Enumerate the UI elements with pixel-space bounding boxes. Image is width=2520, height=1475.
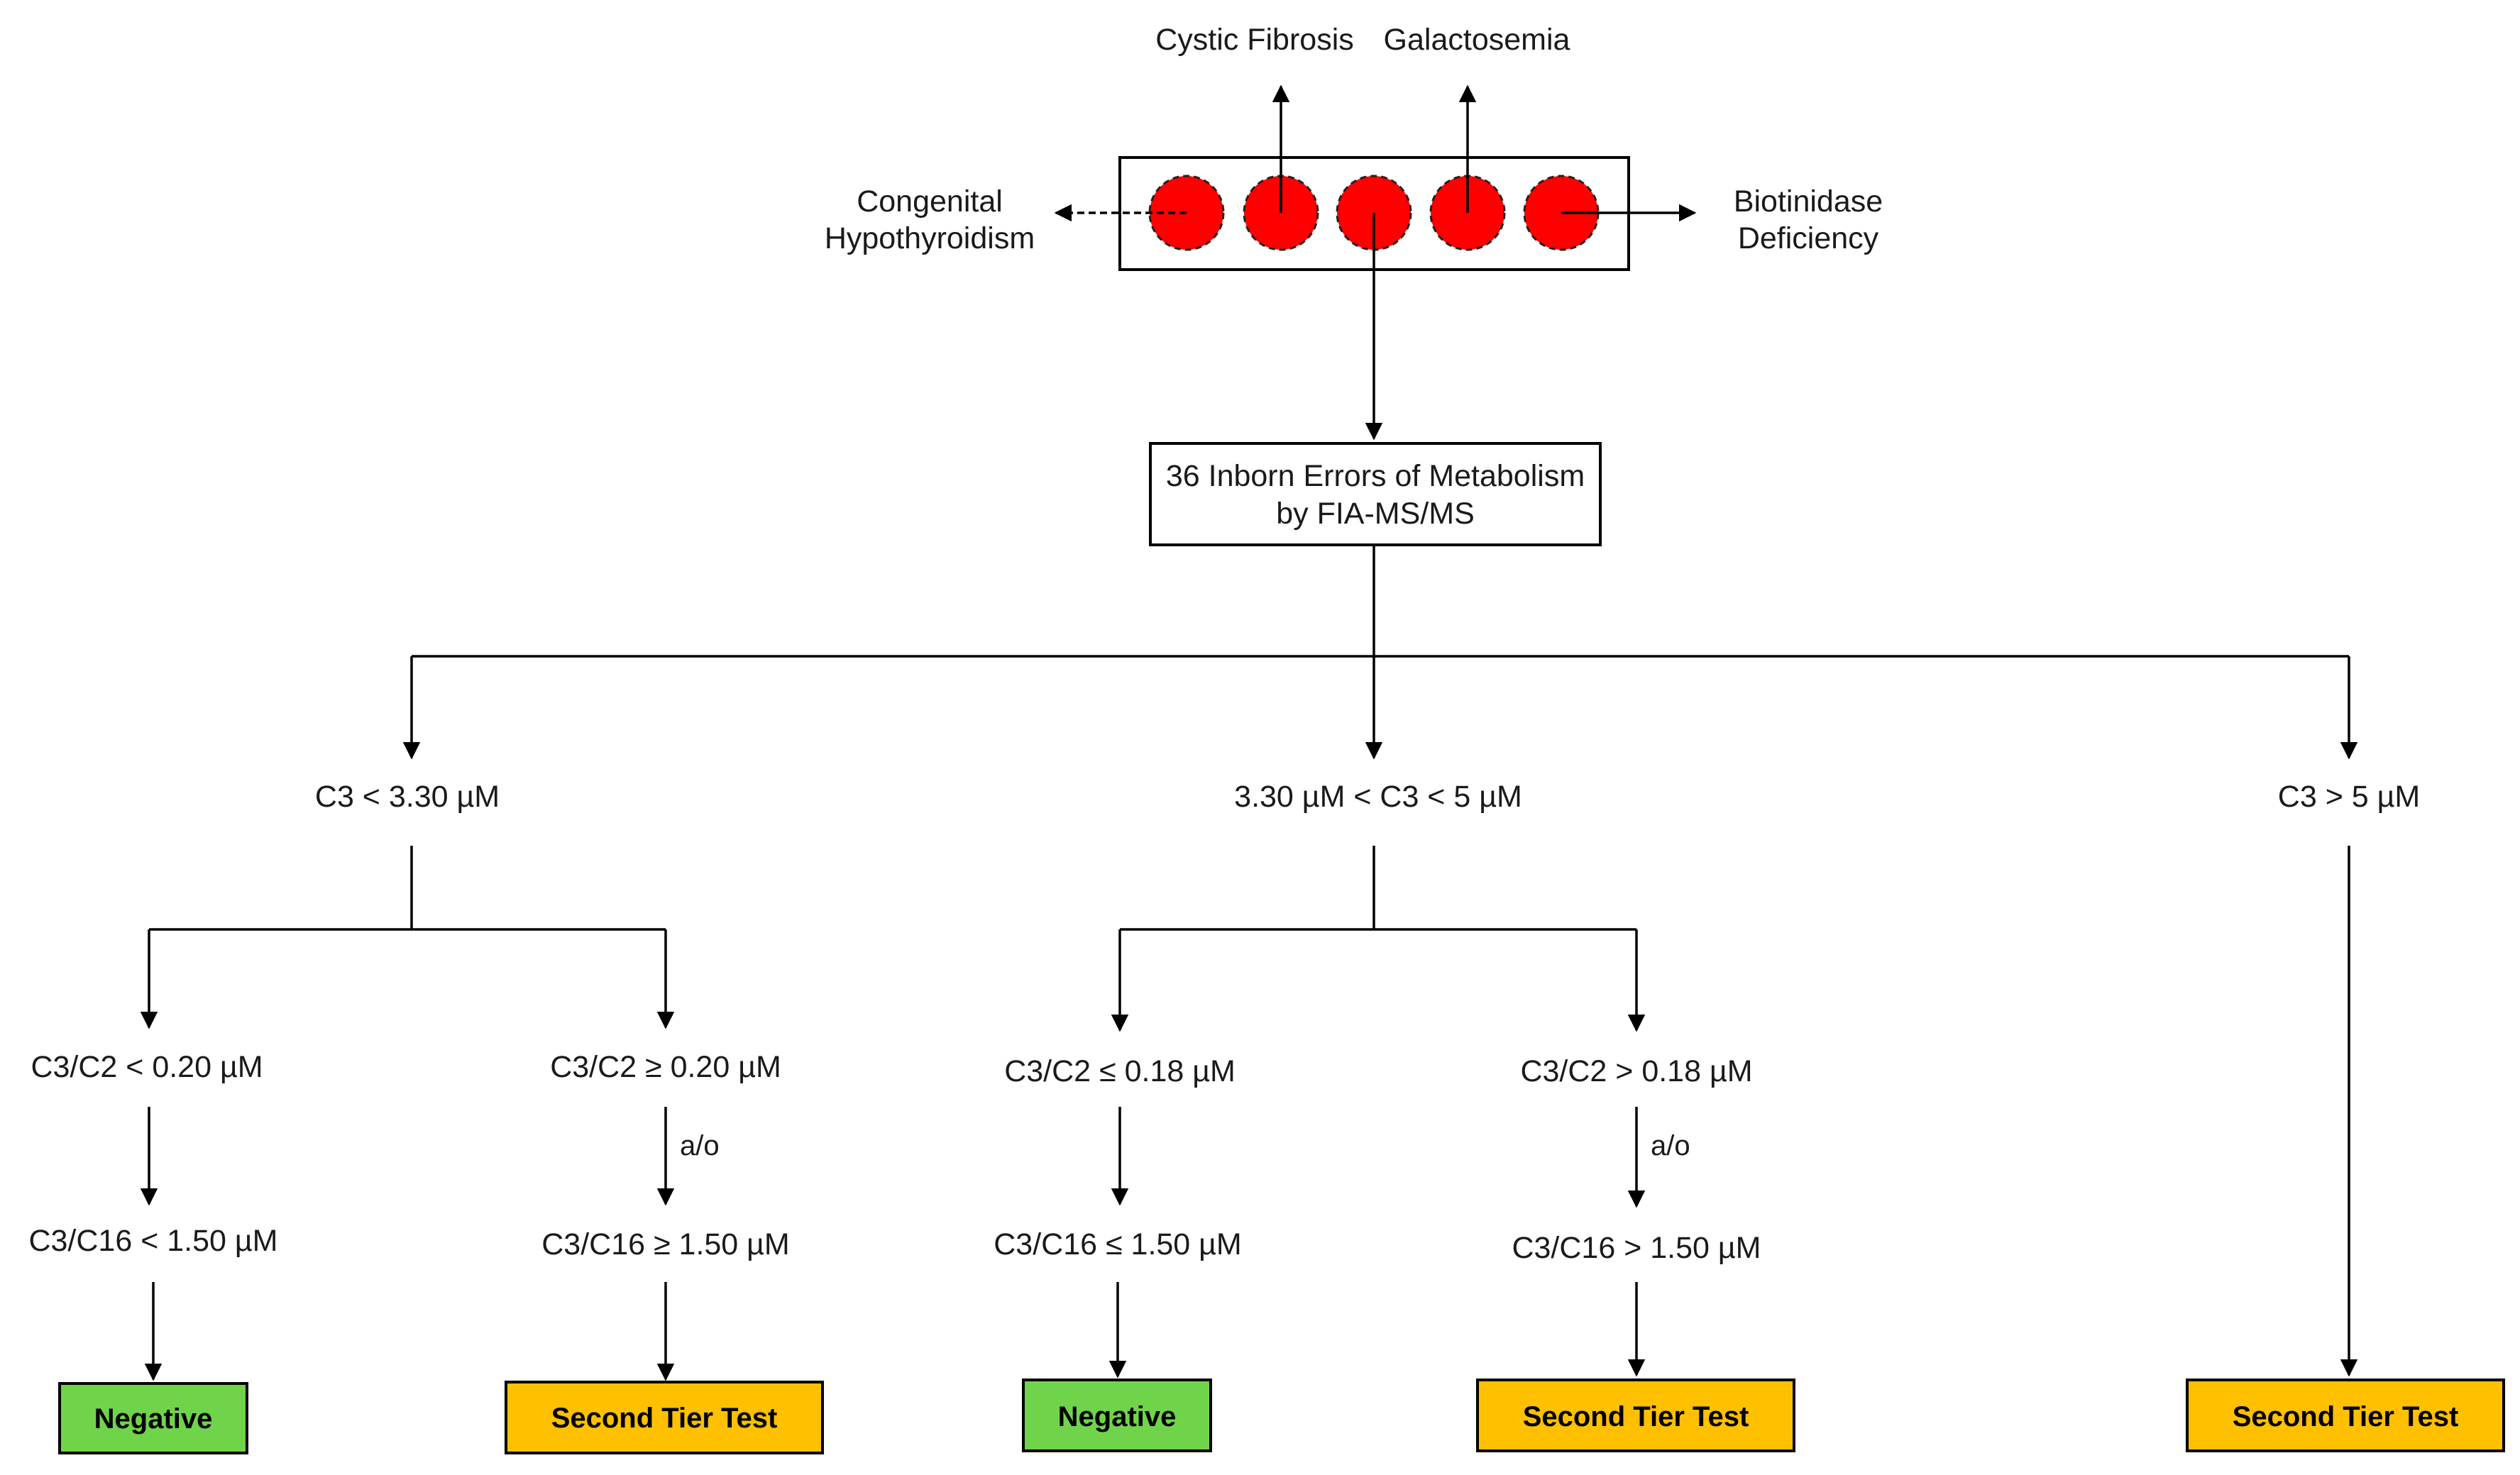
outcome-low-right-second-tier: Second Tier Test	[505, 1381, 824, 1454]
low-right-ratio-c2: C3/C2 ≥ 0.20 µM	[550, 1050, 781, 1084]
outcome-mid-left-label: Negative	[1058, 1401, 1177, 1432]
outcome-mid-right-second-tier: Second Tier Test	[1476, 1379, 1795, 1452]
low-right-ratio-c16: C3/C16 ≥ 1.50 µM	[541, 1227, 790, 1261]
condition-c3-mid: 3.30 µM < C3 < 5 µM	[1234, 780, 1522, 814]
low-left-ratio-c2: C3/C2 < 0.20 µM	[31, 1050, 263, 1084]
outcome-high-label: Second Tier Test	[2233, 1401, 2459, 1432]
outcome-low-right-label: Second Tier Test	[551, 1403, 778, 1434]
label-biotinidase-2: Deficiency	[1738, 221, 1879, 255]
mid-right-ratio-c16: C3/C16 > 1.50 µM	[1512, 1231, 1761, 1265]
low-left-ratio-c16: C3/C16 < 1.50 µM	[28, 1224, 277, 1258]
main-test-line1: 36 Inborn Errors of Metabolism	[1166, 459, 1585, 493]
outcome-mid-right-label: Second Tier Test	[1523, 1401, 1749, 1432]
mid-left-ratio-c16: C3/C16 ≤ 1.50 µM	[994, 1227, 1242, 1261]
mid-right-connector: a/o	[1651, 1130, 1690, 1161]
main-test-box: 36 Inborn Errors of Metabolism by FIA-MS…	[1149, 442, 1602, 546]
label-cystic-fibrosis: Cystic Fibrosis	[1155, 23, 1354, 57]
outcome-high-second-tier: Second Tier Test	[2186, 1379, 2505, 1452]
label-hypothyroidism-2: Hypothyroidism	[825, 221, 1035, 255]
mid-left-ratio-c2: C3/C2 ≤ 0.18 µM	[1004, 1054, 1236, 1088]
low-right-connector: a/o	[680, 1130, 720, 1161]
label-biotinidase-1: Biotinidase	[1734, 184, 1883, 219]
outcome-low-left-negative: Negative	[58, 1382, 248, 1454]
outcome-low-left-label: Negative	[94, 1403, 213, 1435]
label-hypothyroidism-1: Congenital	[857, 184, 1003, 219]
condition-c3-low: C3 < 3.30 µM	[315, 780, 500, 814]
label-galactosemia: Galactosemia	[1384, 23, 1570, 57]
mid-right-ratio-c2: C3/C2 > 0.18 µM	[1520, 1054, 1752, 1088]
outcome-mid-left-negative: Negative	[1022, 1379, 1212, 1452]
main-test-line2: by FIA-MS/MS	[1276, 497, 1475, 531]
condition-c3-high: C3 > 5 µM	[2278, 780, 2420, 814]
